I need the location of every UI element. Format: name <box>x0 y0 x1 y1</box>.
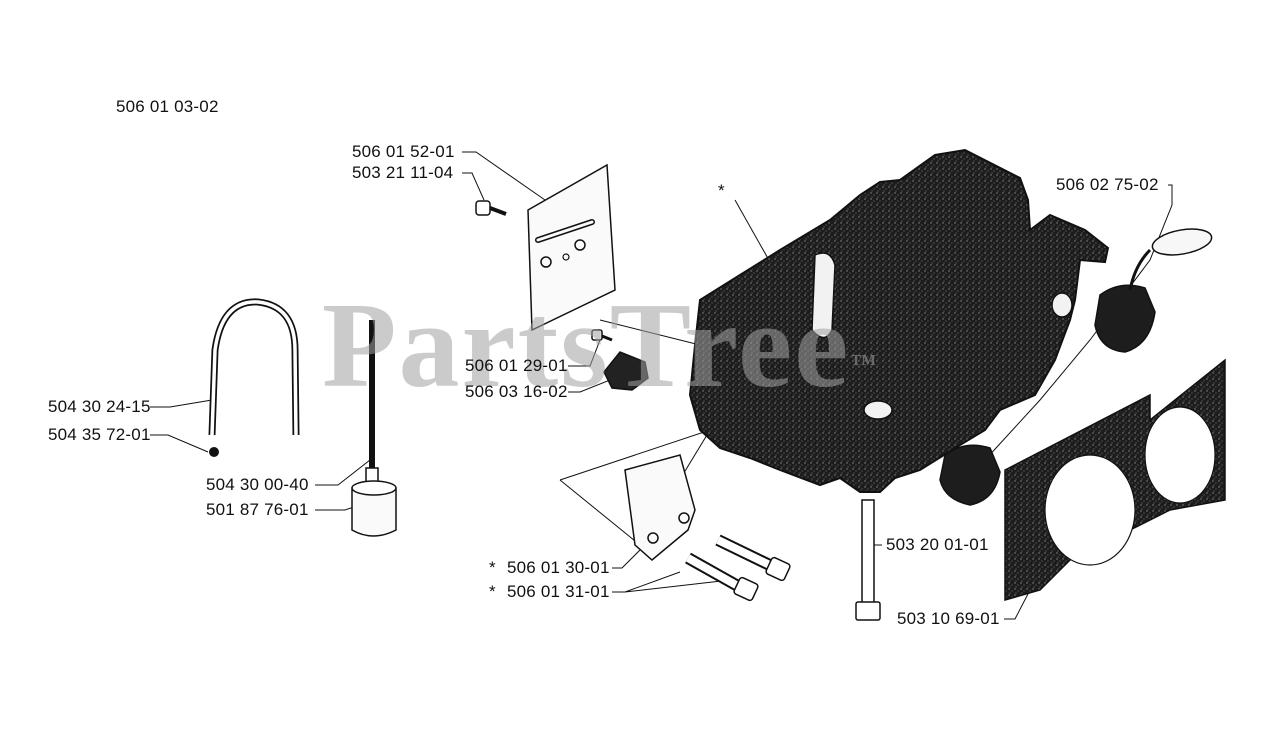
part-label[interactable]: 503 20 01-01 <box>886 535 989 554</box>
engine-housing <box>688 148 1110 493</box>
part-label[interactable]: 503 21 11-04 <box>352 163 454 182</box>
part-label[interactable]: 506 01 29-01 <box>465 356 568 375</box>
part-label[interactable]: 504 35 72-01 <box>48 425 151 444</box>
part-label[interactable]: 501 87 76-01 <box>206 500 309 519</box>
chain-catcher <box>591 329 649 391</box>
guide-plate <box>527 163 616 332</box>
asterisk-marker: * <box>489 582 496 601</box>
bumper-bracket <box>624 454 791 602</box>
part-label[interactable]: 504 30 24-15 <box>48 397 151 416</box>
asterisk-marker: * <box>489 558 496 577</box>
part-label[interactable]: 506 01 30-01 <box>507 558 610 577</box>
long-bolt <box>855 499 881 621</box>
av-buffers <box>939 228 1213 506</box>
part-label[interactable]: 506 02 75-02 <box>1056 175 1159 194</box>
plate-screw <box>475 200 507 216</box>
fuel-filter <box>351 320 397 537</box>
watermark: PartsTree™ <box>322 278 879 413</box>
replacement-asterisk: * <box>718 181 725 200</box>
gasket <box>1004 358 1226 601</box>
assembly-number: 506 01 03-02 <box>116 97 219 116</box>
fuel-hose <box>208 298 300 457</box>
part-label[interactable]: 506 01 31-01 <box>507 582 610 601</box>
part-label[interactable]: 503 10 69-01 <box>897 609 1000 628</box>
part-label[interactable]: 504 30 00-40 <box>206 475 309 494</box>
part-label[interactable]: 506 03 16-02 <box>465 382 568 401</box>
part-label[interactable]: 506 01 52-01 <box>352 142 455 161</box>
